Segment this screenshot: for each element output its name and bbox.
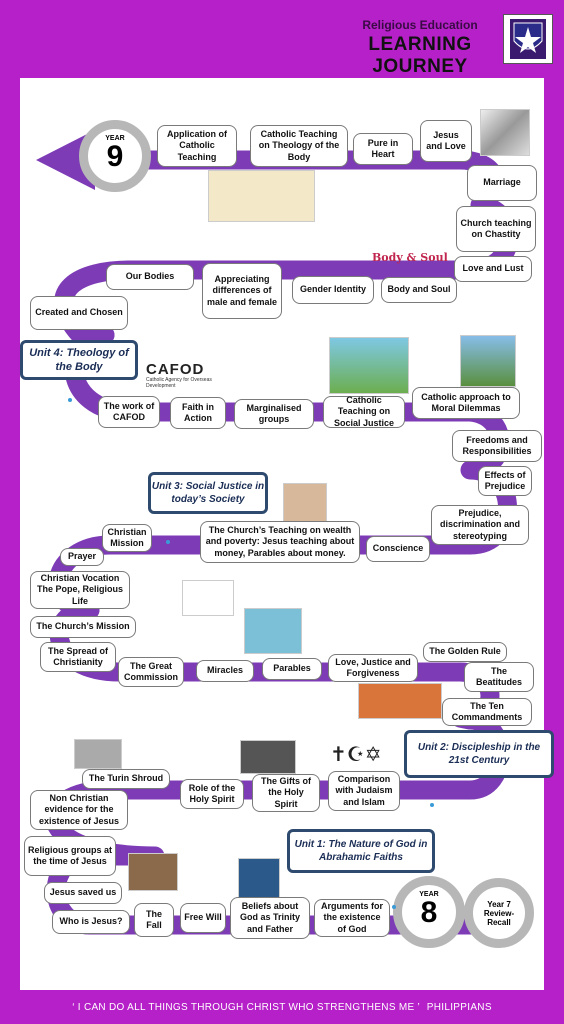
year-9-number: 9	[106, 140, 124, 173]
topic-box: Role of the Holy Spirit	[180, 779, 244, 809]
topic-box: Catholic Teaching on Theology of the Bod…	[250, 125, 348, 167]
connector-dot	[68, 398, 72, 402]
moral-dilemma-image	[460, 335, 516, 387]
topic-box: Created and Chosen	[30, 296, 128, 330]
year-8-number: 8	[420, 896, 438, 929]
topic-box: Prayer	[60, 548, 104, 566]
cafod-logo: CAFOD Catholic Agency for Overseas Devel…	[146, 361, 216, 393]
topic-box: Church teaching on Chastity	[456, 206, 536, 252]
cafod-logo-text: CAFOD	[146, 361, 205, 378]
topic-box: Body and Soul	[381, 277, 457, 303]
topic-box: Marginalised groups	[234, 399, 314, 429]
topic-box: Parables	[262, 658, 322, 680]
unit-3-title: Unit 3: Social Justice in today’s Societ…	[148, 472, 268, 514]
miracles-image	[244, 608, 302, 654]
year-8-label: YEAR	[419, 891, 439, 898]
topic-box: Marriage	[467, 165, 537, 201]
year-9-label: YEAR	[105, 135, 125, 142]
unit-1-title: Unit 1: The Nature of God in Abrahamic F…	[287, 829, 435, 873]
header-title: Religious Education LEARNING JOURNEY	[340, 18, 500, 78]
topic-box: Freedoms and Responsibilities	[452, 430, 542, 462]
topic-box: The Beatitudes	[464, 662, 534, 692]
topic-box: Jesus saved us	[44, 882, 122, 904]
header-subtitle: Religious Education	[362, 18, 478, 32]
topic-box: The Fall	[134, 903, 174, 937]
topic-box: Love, Justice and Forgiveness	[328, 654, 418, 682]
topic-box: The Ten Commandments	[442, 698, 532, 726]
topic-box: Gender Identity	[292, 276, 374, 304]
religious-groups-image	[128, 853, 178, 891]
unit-2-title: Unit 2: Discipleship in the 21st Century	[404, 730, 554, 778]
faith-symbols-icon: ✝☪✡	[330, 744, 382, 766]
topic-box: Prejudice, discrimination and stereotypi…	[431, 505, 529, 545]
parable-sketch-image	[208, 170, 315, 222]
stained-glass-image	[238, 858, 280, 898]
topic-box: Free Will	[180, 903, 226, 933]
page-title: LEARNING JOURNEY	[368, 34, 472, 77]
topic-box: The Golden Rule	[423, 642, 507, 662]
topic-box: Religious groups at the time of Jesus	[24, 836, 116, 876]
topic-box: Conscience	[366, 536, 430, 562]
topic-box: Christian Mission	[102, 524, 152, 552]
topic-box: Arguments for the existence of God	[314, 899, 390, 937]
topic-box: Effects of Prejudice	[478, 466, 532, 496]
connector-dot	[392, 905, 396, 909]
topic-box: Non Christian evidence for the existence…	[30, 790, 128, 830]
cafod-logo-subtext: Catholic Agency for Overseas Development	[146, 377, 212, 389]
topic-box: The Church’s Mission	[30, 616, 136, 638]
topic-box: Jesus and Love	[420, 120, 472, 162]
year-7-review: Year 7 Review- Recall	[464, 878, 534, 948]
beatitudes-image	[358, 683, 442, 719]
topic-box: Application of Catholic Teaching	[157, 125, 237, 167]
topic-box: The Spread of Christianity	[40, 642, 116, 672]
topic-box: Beliefs about God as Trinity and Father	[230, 897, 310, 939]
signpost-image	[182, 580, 234, 616]
topic-box: The work of CAFOD	[98, 396, 160, 428]
unit-4-title: Unit 4: Theology of the Body	[20, 340, 138, 380]
holy-spirit-image	[240, 740, 296, 774]
body-and-soul-logo: Body & Soul	[372, 251, 448, 264]
topic-box: Appreciating differences of male and fem…	[202, 263, 282, 319]
topic-box: Catholic Teaching on Social Justice	[323, 395, 405, 428]
year-9-badge: YEAR 9	[79, 120, 151, 192]
turin-shroud-image	[74, 739, 122, 769]
topic-box: Comparison with Judaism and Islam	[328, 771, 400, 811]
connector-dot	[166, 540, 170, 544]
topic-box: The Church’s Teaching on wealth and pove…	[200, 521, 360, 563]
topic-box: The Gifts of the Holy Spirit	[252, 774, 320, 812]
topic-box: The Great Commission	[118, 657, 184, 687]
connector-dot	[430, 803, 434, 807]
school-crest-logo	[503, 14, 553, 64]
money-image	[283, 483, 327, 523]
topic-box: Catholic approach to Moral Dilemmas	[412, 387, 520, 419]
footer-quote-reference: PHILIPPIANS	[426, 1002, 492, 1013]
topic-box: Christian Vocation The Pope, Religious L…	[30, 571, 130, 609]
topic-box: The Turin Shroud	[82, 769, 170, 789]
footer-quote: ‘ I CAN DO ALL THINGS THROUGH CHRIST WHO…	[0, 1002, 564, 1013]
social-justice-image	[329, 337, 409, 394]
topic-box: Love and Lust	[454, 256, 532, 282]
rings-image	[480, 109, 530, 156]
topic-box: Our Bodies	[106, 264, 194, 290]
topic-box: Who is Jesus?	[52, 910, 130, 934]
year-8-badge: YEAR 8	[393, 876, 465, 948]
footer-quote-text: ‘ I CAN DO ALL THINGS THROUGH CHRIST WHO…	[72, 1002, 420, 1013]
topic-box: Pure in Heart	[353, 133, 413, 165]
topic-box: Faith in Action	[170, 397, 226, 429]
topic-box: Miracles	[196, 660, 254, 682]
